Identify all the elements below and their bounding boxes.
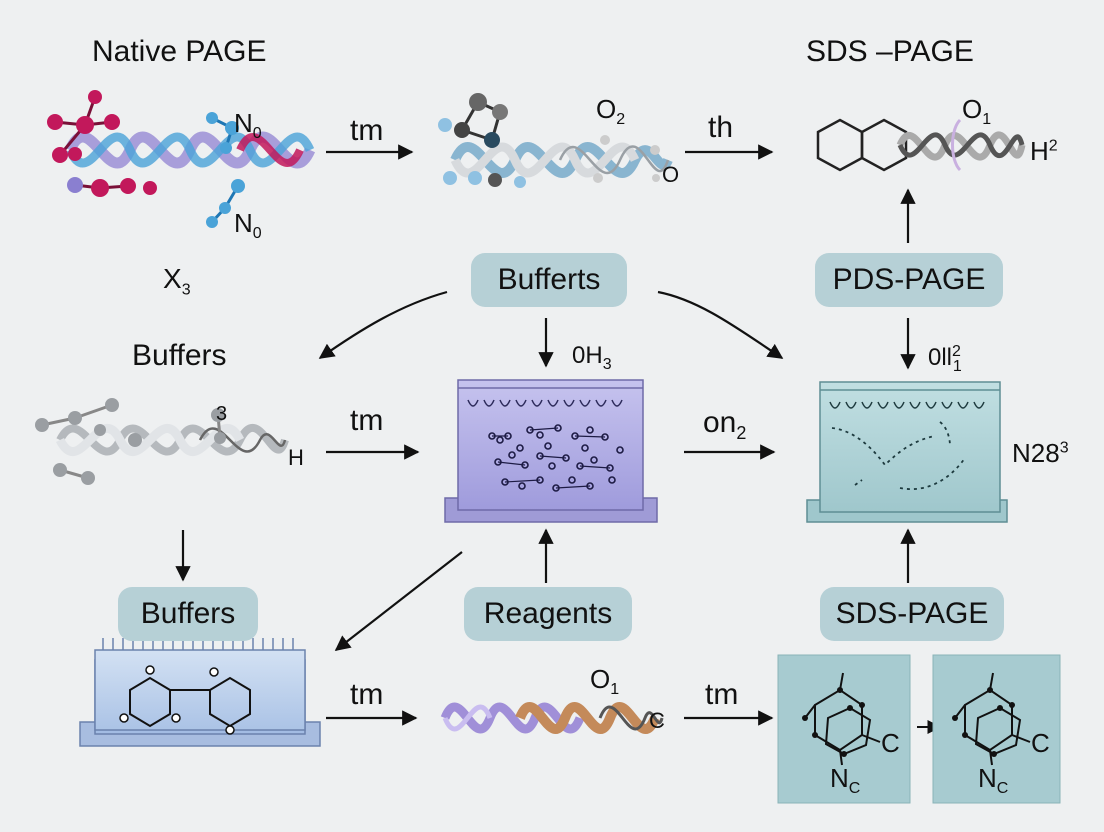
label-o1-top: O1 <box>962 94 992 129</box>
label-sup3: 3 <box>216 403 228 425</box>
title-native-page: Native PAGE <box>92 35 267 68</box>
colored-protein-helix <box>440 702 664 734</box>
label-buffers: Buffers <box>132 339 227 372</box>
title-sds-page: SDS –PAGE <box>806 35 974 68</box>
intermediate-protein-molecule <box>438 93 673 188</box>
label-n28: N283 <box>1012 438 1069 468</box>
arrow-label-row2-a: tm <box>350 404 384 437</box>
arrow-label-row3-a: tm <box>350 678 384 711</box>
label-nc-box-left: NC <box>830 763 861 798</box>
pill-reagents: Reagents <box>464 587 632 641</box>
pill-buffers: Buffers <box>118 587 258 641</box>
label-n0-bottom: N0 <box>234 208 262 243</box>
teal-gel-cassette <box>806 381 1008 523</box>
arrow-bufferts-left <box>318 290 448 359</box>
arrow-bufferts-right <box>657 290 784 359</box>
arrow-label-row1-b: th <box>708 111 734 144</box>
buffer-protein-molecule <box>35 398 289 485</box>
native-protein-molecule <box>47 90 316 228</box>
structure-box-left <box>777 654 911 804</box>
label-c-helix: C <box>649 708 665 733</box>
label-oh3: 0H3 <box>572 342 612 373</box>
arrow-label-row2-b: on2 <box>703 406 747 443</box>
pill-pds-page: PDS-PAGE <box>815 253 1003 307</box>
label-c-box-left: C <box>881 728 900 758</box>
label-o2: O2 <box>596 94 626 129</box>
pill-sds-page: SDS-PAGE <box>820 587 1004 641</box>
label-h2: H2 <box>1030 136 1058 166</box>
label-o1-bottom: O1 <box>590 664 620 699</box>
label-oll: 0ll21 <box>928 343 962 375</box>
flow-arrows <box>175 144 916 726</box>
arrow-label-row1-a: tm <box>350 114 384 147</box>
label-h: H <box>288 445 304 470</box>
label-x3: X3 <box>163 263 191 299</box>
arrow-label-row3-b: tm <box>705 678 739 711</box>
structure-box-right <box>932 654 1061 804</box>
label-o-small: O <box>662 162 680 187</box>
label-c-box-right: C <box>1031 728 1050 758</box>
label-nc-box-right: NC <box>978 763 1009 798</box>
arrow-gel-to-buffers <box>334 551 463 651</box>
blue-gel-cassette <box>79 638 321 747</box>
label-n0-top: N0 <box>234 108 262 143</box>
denatured-protein-molecule <box>816 118 1026 172</box>
purple-gel-cassette <box>444 379 658 523</box>
pill-bufferts: Bufferts <box>471 253 627 307</box>
